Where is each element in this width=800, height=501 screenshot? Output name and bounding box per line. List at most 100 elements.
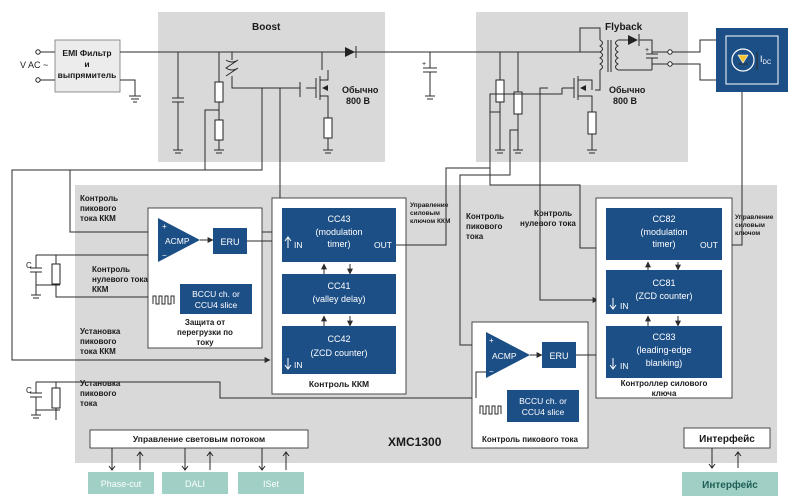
pfc-protect-line1: Защита от xyxy=(185,318,225,327)
pfc-switch-line2: силовым xyxy=(410,210,440,217)
pfc-switch-line1: Управление xyxy=(410,202,449,209)
fb-group-line1: Контроллер силового xyxy=(621,379,708,388)
peak-group-label: Контроль пикового тока xyxy=(482,435,579,444)
interface-outer-label: Интерфейс xyxy=(702,479,758,491)
fb-peak-line1: Контроль xyxy=(466,212,504,221)
peak-acmp-plus: + xyxy=(489,336,494,345)
iset-block[interactable] xyxy=(238,472,304,494)
emi-line3: выпрямитель xyxy=(58,70,117,80)
cc43-title: CC43 xyxy=(327,214,350,224)
resistor xyxy=(513,91,523,115)
pfc-bccu-line1: BCCU ch. or xyxy=(192,289,240,299)
dali-block[interactable] xyxy=(162,472,228,494)
pfc-bccu-block xyxy=(180,284,252,314)
flyback-label: Flyback xyxy=(605,22,643,33)
pfc-acmp xyxy=(158,218,200,262)
boost-diode xyxy=(345,47,355,57)
cc83-title: CC83 xyxy=(652,332,675,342)
mcu-label: XMC1300 xyxy=(388,435,442,449)
resistor xyxy=(214,81,224,103)
cc43-block xyxy=(282,208,396,262)
bulk-cap-plus: + xyxy=(422,61,426,68)
fb-peak-line3: тока xyxy=(466,232,484,241)
fb-zero-line2: нулевого тока xyxy=(520,219,576,228)
pfc-peak-line2: пикового xyxy=(80,204,116,213)
emi-line1: EMI Фильтр xyxy=(62,48,111,58)
boost-fet-line2: 800 В xyxy=(346,96,371,106)
pfc-eru-label: ERU xyxy=(220,237,239,247)
flyback-transformer xyxy=(599,39,619,72)
cc43-in: IN xyxy=(294,240,303,250)
ac-terminal-bottom xyxy=(35,77,41,83)
peak-bccu-line1: BCCU ch. or xyxy=(519,396,567,406)
resistor xyxy=(323,117,333,139)
vac-label: V AC ~ xyxy=(20,60,48,70)
cc83-block xyxy=(606,326,722,378)
flyback-fet-line1: Обычно xyxy=(609,85,646,95)
led-load-inner xyxy=(725,35,779,85)
cc82-out: OUT xyxy=(700,240,718,250)
pfc-bccu-line2: CCU4 slice xyxy=(195,300,238,310)
dali-label: DALI xyxy=(185,479,205,489)
emi-line2: и xyxy=(84,59,89,69)
resistor xyxy=(51,387,61,409)
pfc-peak-line1: Контроль xyxy=(80,194,118,203)
cc43-line2: timer) xyxy=(328,239,351,249)
resistor xyxy=(587,111,597,135)
setpeak-line3: тока xyxy=(80,399,98,408)
led-symbol xyxy=(731,48,755,72)
peak-acmp-label: ACMP xyxy=(492,351,517,361)
fb-zero-line1: Контроль xyxy=(534,209,572,218)
pfc-eru-block xyxy=(213,228,247,254)
pfc-setpeak-line1: Установка xyxy=(80,327,121,336)
pfc-zero-line3: ККМ xyxy=(92,285,109,294)
output-terminal-top xyxy=(667,49,673,55)
cc82-line1: (modulation xyxy=(640,227,687,237)
boost-fet-line1: Обычно xyxy=(342,85,379,95)
output-terminal-bottom xyxy=(667,61,673,67)
fb-group-line2: ключа xyxy=(652,389,677,398)
interface-outer-block[interactable] xyxy=(682,472,778,496)
led-load-block xyxy=(716,28,788,92)
pfc-group-label: Контроль ККМ xyxy=(309,379,369,389)
cc41-block xyxy=(282,274,396,314)
resistor xyxy=(51,263,61,285)
cc82-block xyxy=(606,208,722,260)
fb-switch-line2: силовым xyxy=(735,222,765,229)
resistor xyxy=(214,119,224,141)
pfc-protect-line2: перегрузки по xyxy=(177,328,233,337)
led-current-label: IDC xyxy=(760,54,772,66)
cc41-title: CC41 xyxy=(327,281,350,291)
flyback-mosfet xyxy=(562,76,593,112)
pwm-waveform xyxy=(479,405,502,415)
iset-label: ISet xyxy=(263,479,280,489)
phase-cut-label: Phase-cut xyxy=(101,479,142,489)
cc81-line1: (ZCD counter) xyxy=(635,291,692,301)
boost-label: Boost xyxy=(252,22,281,33)
interface-inner-label: Интерфейс xyxy=(699,433,755,445)
cc82-line2: timer) xyxy=(653,239,676,249)
cc82-title: CC82 xyxy=(652,214,675,224)
boost-mosfet xyxy=(306,70,329,118)
phase-cut-block[interactable] xyxy=(88,472,154,494)
cc42-in: IN xyxy=(294,360,303,370)
pfc-switch-line3: ключом ККМ xyxy=(410,218,450,225)
output-diode xyxy=(628,35,638,45)
cc43-line1: (modulation xyxy=(315,227,362,237)
light-ctrl-frame xyxy=(89,429,309,449)
peak-bccu-block xyxy=(507,390,579,422)
cc43-out: OUT xyxy=(374,240,392,250)
pfc-protect-line3: току xyxy=(196,338,214,347)
boost-inductor xyxy=(225,59,239,77)
interface-inner-block xyxy=(683,427,771,449)
cc42-block xyxy=(282,326,396,374)
ac-terminal-top xyxy=(35,49,41,55)
pfc-acmp-plus: + xyxy=(162,222,167,231)
pfc-zero-line1: Контроль xyxy=(92,265,130,274)
flyback-fet-line2: 800 В xyxy=(613,96,638,106)
pfc-setpeak-line2: пикового xyxy=(80,337,116,346)
cc81-in: IN xyxy=(620,301,629,311)
cc83-line2: blanking) xyxy=(646,358,683,368)
pfc-acmp-minus: − xyxy=(162,251,167,260)
